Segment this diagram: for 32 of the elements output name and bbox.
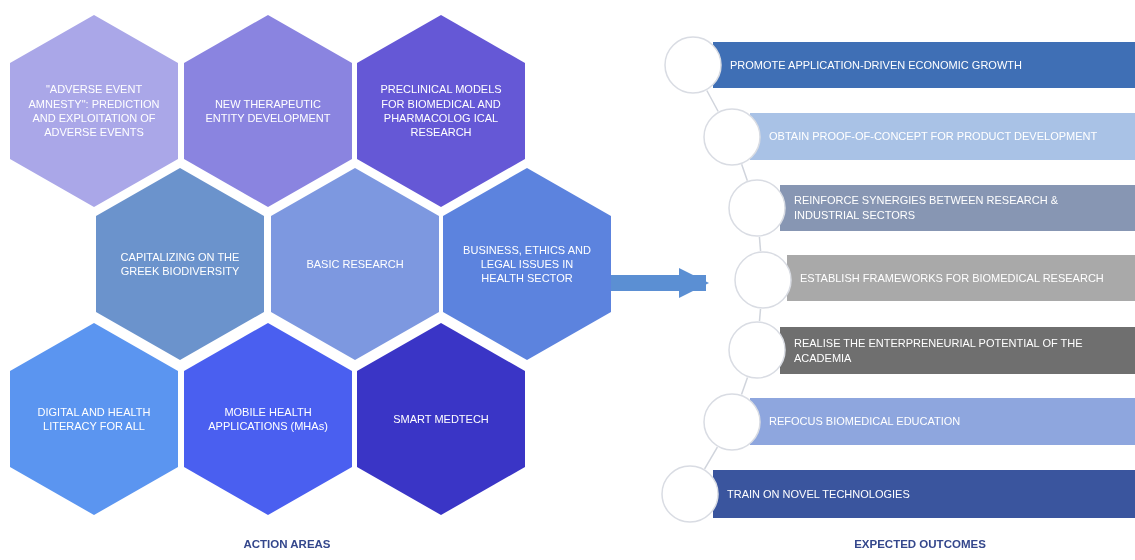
outcome-label: PROMOTE APPLICATION-DRIVEN ECONOMIC GROWTH: [730, 57, 1022, 73]
area-label: PRECLINICAL MODELS FOR BIOMEDICAL AND PHARMACOLOG ICAL RESEARCH: [379, 82, 503, 140]
outcome-bar: [713, 470, 1135, 518]
area-label: BUSINESS, ETHICS AND LEGAL ISSUES IN HEALTH SECTOR: [462, 242, 592, 286]
area-label: "ADVERSE EVENT AMNESTY": PREDICTION AND EXPLOITATION OF ADVERSE EVENTS: [28, 82, 160, 140]
area-label: DIGITAL AND HEALTH LITERACY FOR ALL: [36, 404, 152, 434]
area-label: MOBILE HEALTH APPLICATIONS (MHAs): [207, 404, 329, 434]
connector-line: [703, 446, 719, 470]
outcome-bar: [780, 185, 1135, 231]
outcome-bar: [780, 327, 1135, 374]
outcome-bar: [787, 255, 1135, 301]
connector-line: [740, 163, 749, 182]
area-label: CAPITALIZING ON THE GREEK BIODIVERSITY: [119, 249, 241, 279]
outcome-label: REINFORCE SYNERGIES BETWEEN RESEARCH & INDUSTRIAL SECTORS: [794, 193, 1060, 223]
outcome-bar: [750, 398, 1135, 445]
connector-line: [758, 236, 762, 252]
outcome-label: REALISE THE ENTERPRENEURIAL POTENTIAL OF THE ACADEMIA: [794, 335, 1084, 366]
outcome-bar: [750, 113, 1135, 160]
area-label: BASIC RESEARCH: [306, 256, 404, 272]
area-label: NEW THERAPEUTIC ENTITY DEVELOPMENT: [204, 96, 332, 126]
arrow: [611, 267, 710, 299]
outcome-label: TRAIN ON NOVEL TECHNOLOGIES: [727, 486, 910, 502]
outcome-bar: [713, 42, 1135, 88]
outcome-label: REFOCUS BIOMEDICAL EDUCATION: [769, 414, 961, 429]
outcome-label: OBTAIN PROOF-OF-CONCEPT FOR PRODUCT DEVELOPMENT: [769, 129, 1098, 144]
connector-line: [740, 376, 749, 396]
area-label: SMART MEDTECH: [393, 411, 489, 427]
outcome-label: ESTABLISH FRAMEWORKS FOR BIOMEDICAL RESEARCH: [800, 270, 1104, 286]
section-heading: EXPECTED OUTCOMES: [853, 538, 987, 550]
section-heading: ACTION AREAS: [242, 538, 332, 550]
connector-line: [706, 89, 719, 113]
connector-line: [758, 308, 762, 322]
